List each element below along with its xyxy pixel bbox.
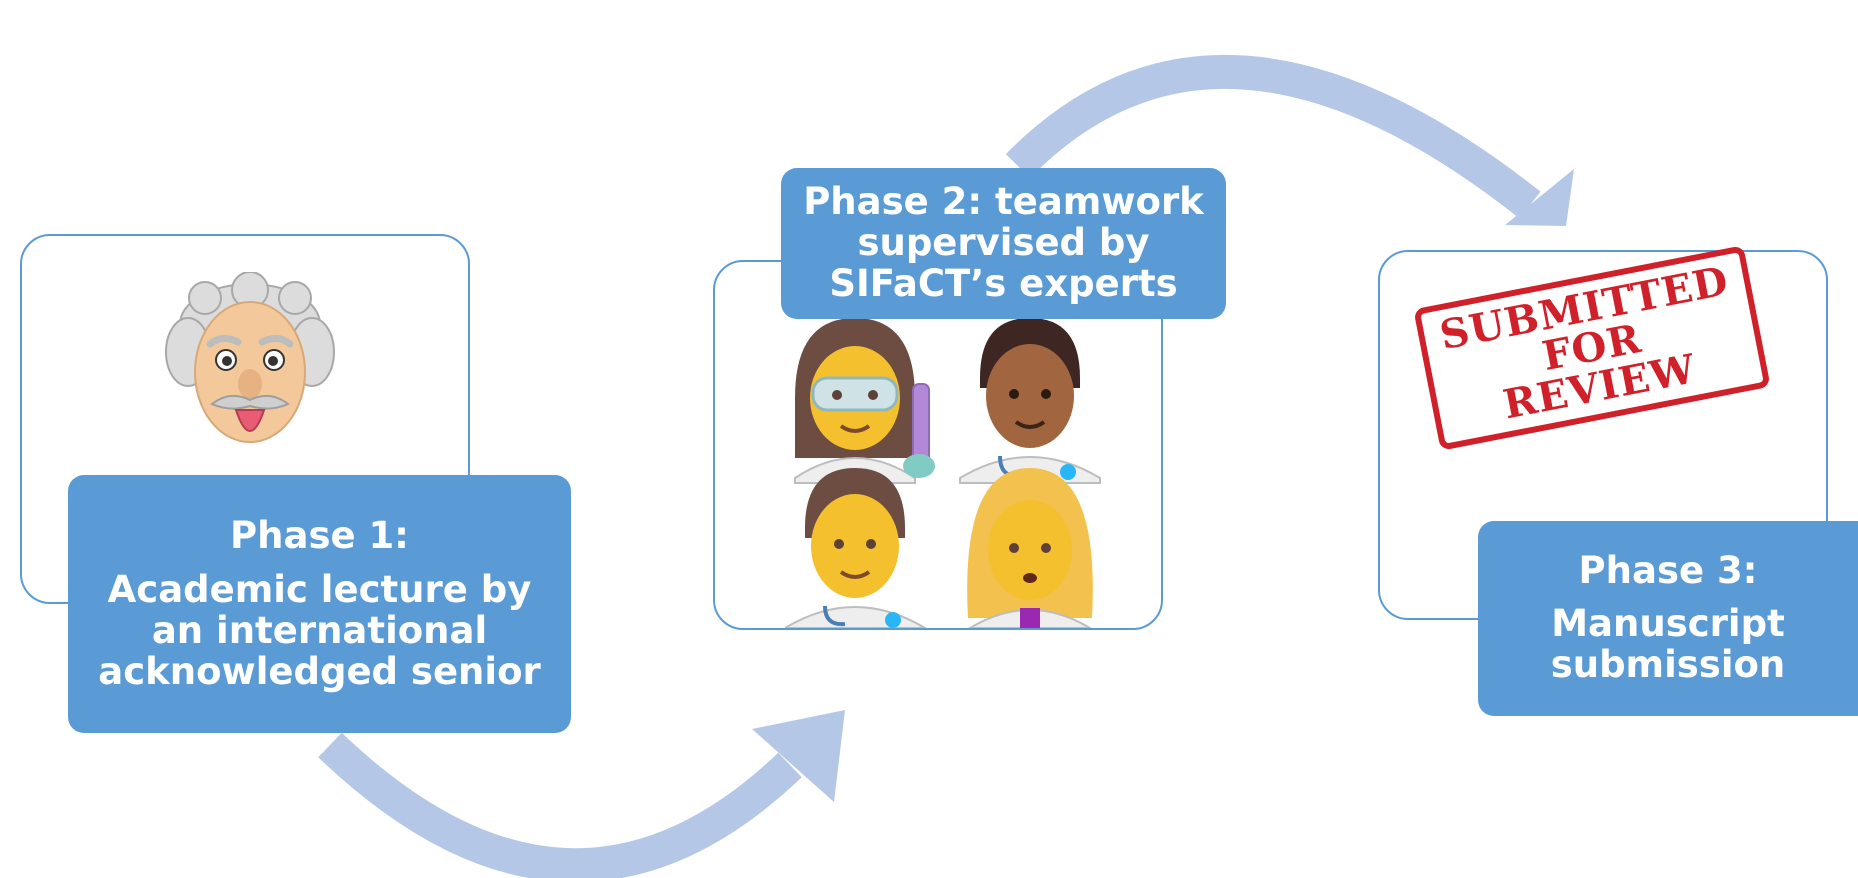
phase2-title: Phase 2: teamwork supervised by SIFaCT’s… — [803, 180, 1204, 305]
health-worker-team-icon — [785, 318, 1101, 628]
scientist-face-icon — [165, 272, 335, 443]
phase3-body: Manuscript submission — [1550, 602, 1786, 686]
phase3-title: Phase 3: — [1578, 549, 1758, 593]
arrow-phase2-to-phase3 — [1005, 54, 1541, 219]
doctor-man-light-icon — [785, 468, 927, 628]
phase1-title: Phase 1: — [230, 513, 409, 557]
phase2-label: Phase 2: teamwork supervised by SIFaCT’s… — [781, 168, 1226, 319]
phase1-label: Phase 1: Academic lecture by an internat… — [68, 475, 571, 733]
phase1-body: Academic lecture by an international ack… — [98, 568, 541, 693]
arrow-head-phase3 — [1505, 169, 1574, 226]
phase3-label: Phase 3: Manuscript submission — [1478, 521, 1858, 716]
doctor-woman-icon — [967, 468, 1093, 628]
arrow-head-phase2 — [752, 710, 845, 802]
doctor-man-icon — [959, 318, 1101, 484]
arrow-phase1-to-phase2 — [318, 732, 802, 878]
scientist-woman-icon — [794, 318, 935, 484]
